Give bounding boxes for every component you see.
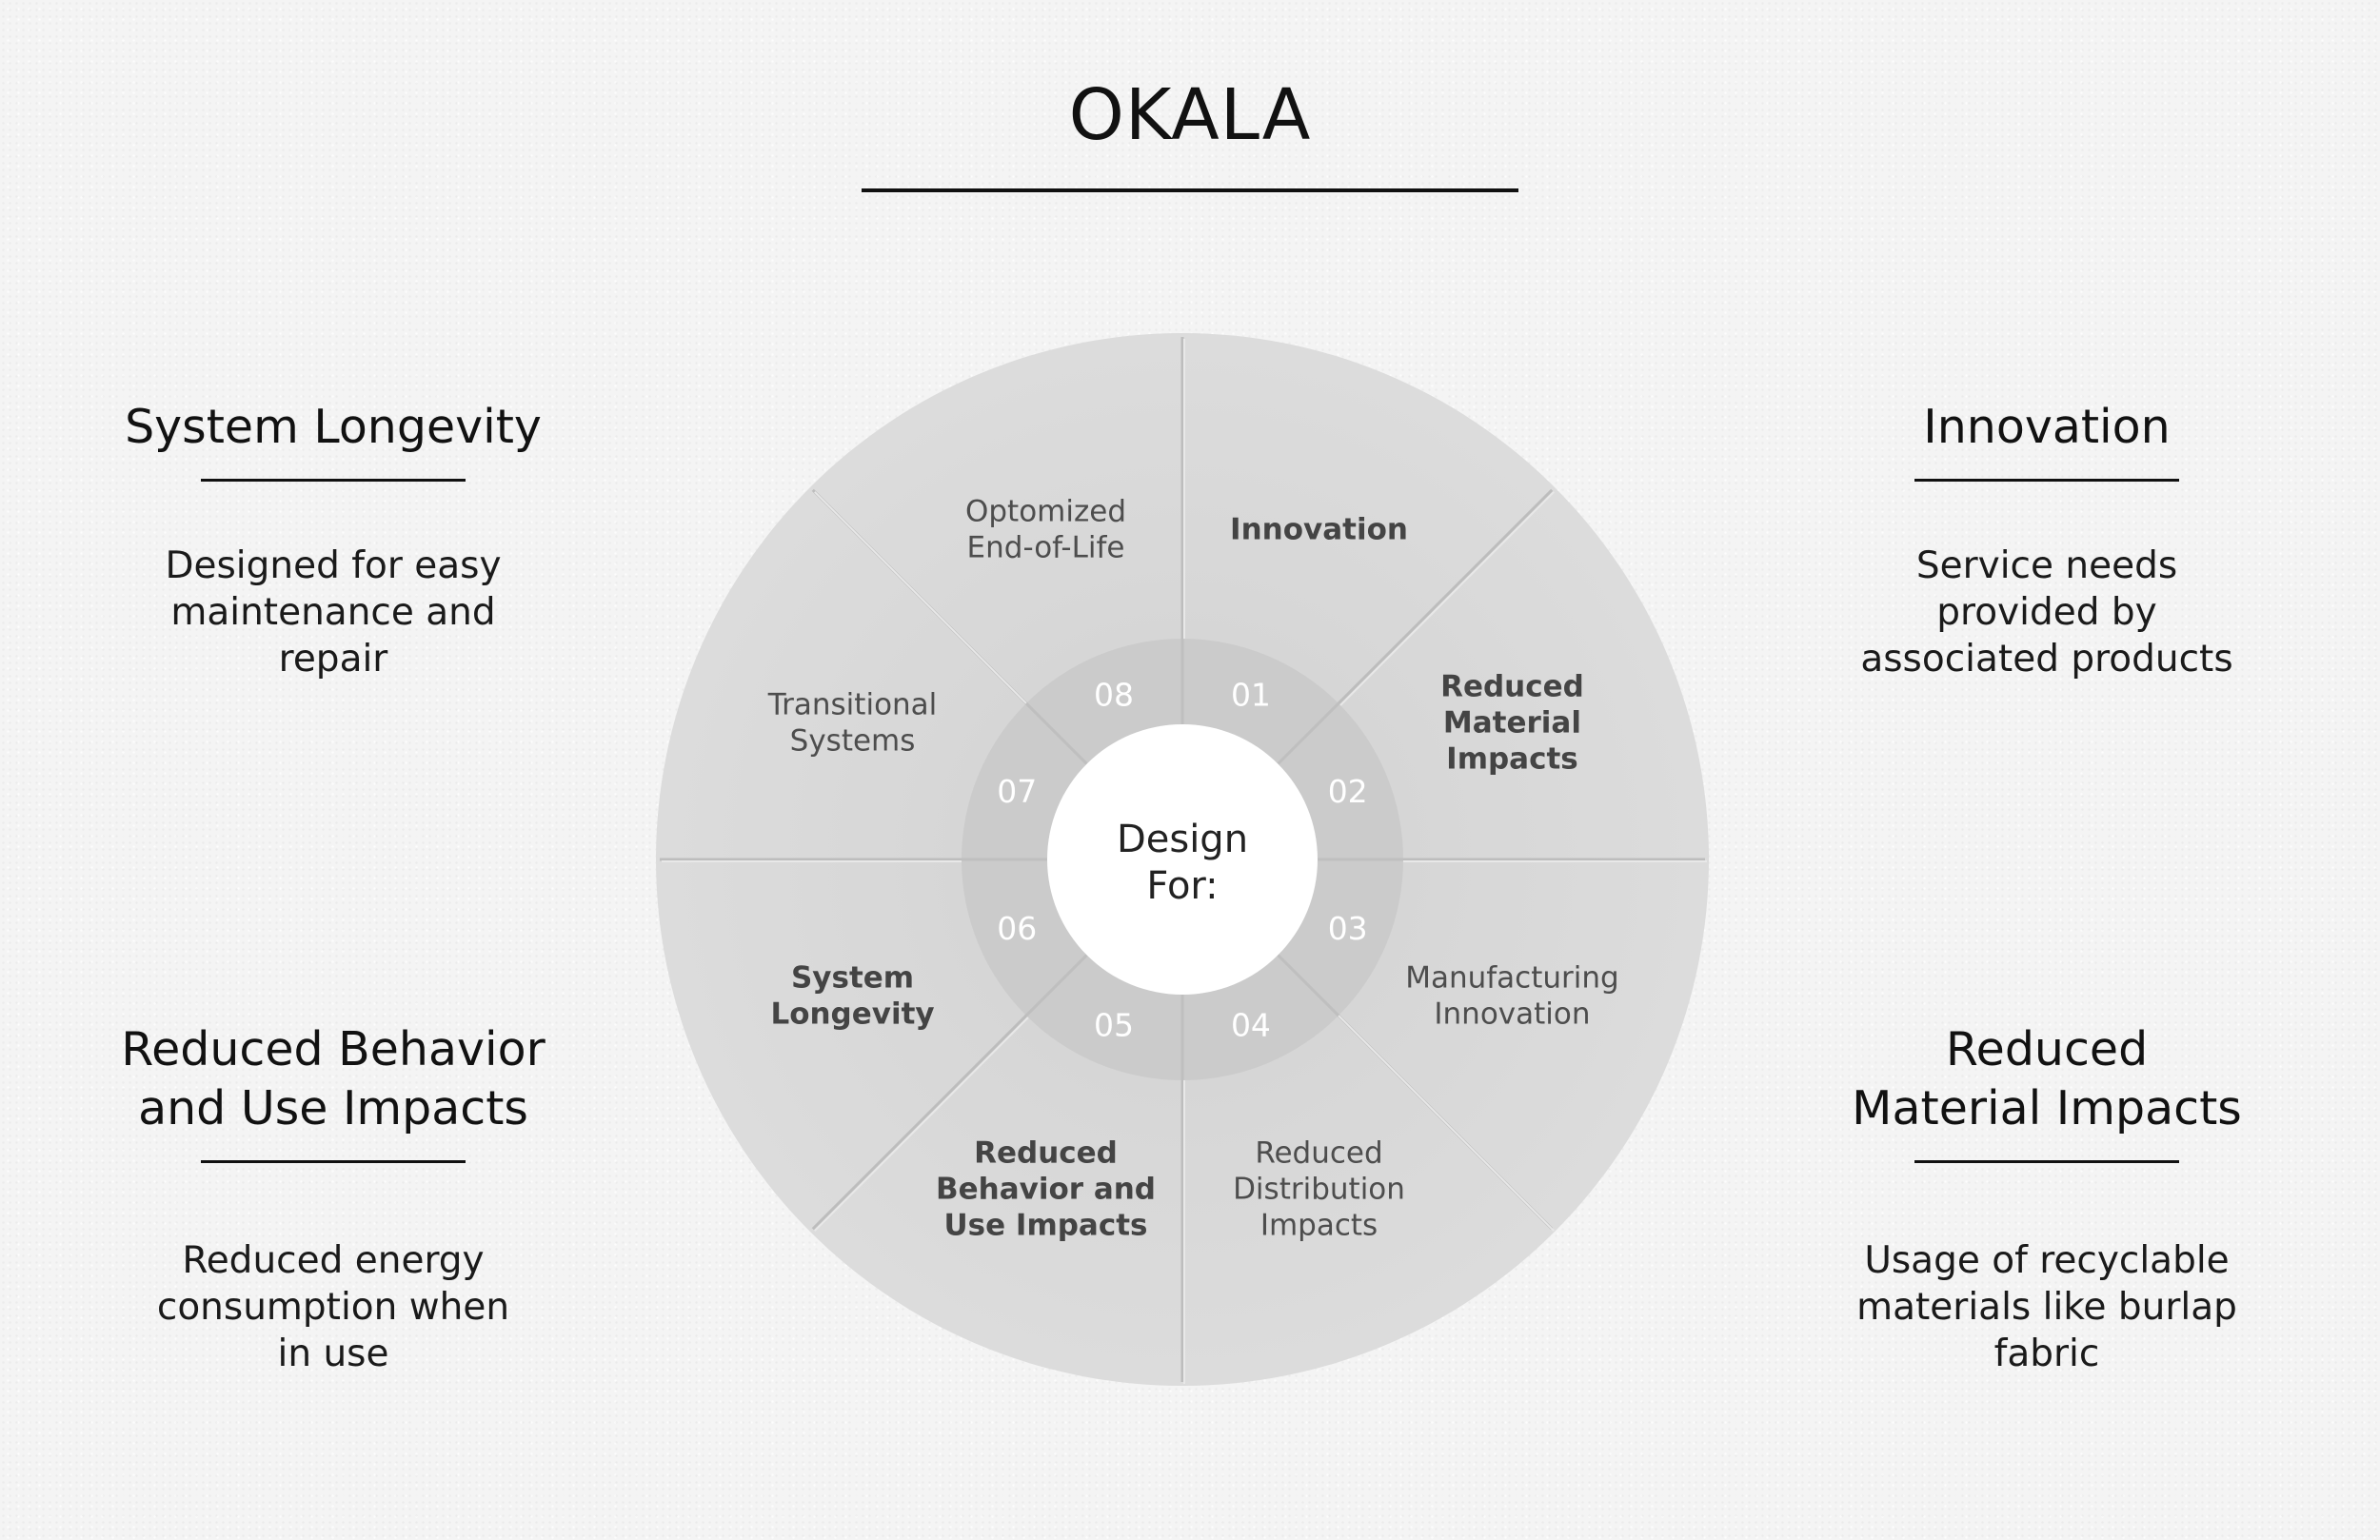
segment-label-line: Use Impacts bbox=[943, 1208, 1147, 1242]
segment-label-line: Manufacturing bbox=[1405, 961, 1618, 996]
segment-label-line: Longevity bbox=[770, 997, 934, 1032]
segment-label-line: Material bbox=[1443, 705, 1581, 740]
panel-reduced-behavior: Reduced Behavior and Use Impacts Reduced… bbox=[0, 1020, 666, 1377]
title-underline bbox=[862, 188, 1518, 192]
segment-label-line: Innovation bbox=[1434, 997, 1590, 1032]
segment-number-06: 06 bbox=[997, 910, 1037, 947]
ring-divider-line bbox=[1024, 701, 1088, 765]
panel-innovation: Innovation Service needs provided by ass… bbox=[1714, 398, 2380, 682]
segment-label-line: Impacts bbox=[1446, 741, 1578, 776]
segment-number-02: 02 bbox=[1328, 773, 1368, 810]
segment-number-04: 04 bbox=[1231, 1007, 1271, 1044]
segment-label-line: System bbox=[791, 961, 914, 996]
segment-label-line: Innovation bbox=[1230, 513, 1408, 547]
segment-label-line: Optomized bbox=[965, 495, 1126, 529]
segment-label-line: Reduced bbox=[1255, 1135, 1382, 1170]
segment-label-01: Innovation bbox=[1230, 513, 1408, 547]
panel-description: Designed for easy maintenance and repair bbox=[165, 544, 502, 681]
segment-label-line: Impacts bbox=[1260, 1208, 1378, 1242]
panel-reduced-material: Reduced Material Impacts Usage of recycl… bbox=[1714, 1020, 2380, 1377]
ring-divider-line bbox=[1277, 701, 1340, 765]
panel-description: Reduced energy consumption when in use bbox=[156, 1239, 510, 1375]
panel-heading: Reduced Material Impacts bbox=[1852, 1022, 2242, 1135]
panel-heading: Innovation bbox=[1923, 400, 2171, 454]
panel-heading: System Longevity bbox=[125, 400, 542, 454]
panel-heading-underline bbox=[201, 1160, 466, 1163]
center-label-line1: Design bbox=[1117, 818, 1248, 861]
segment-label-line: End-of-Life bbox=[967, 531, 1125, 565]
segment-numbers: 01 02 03 04 05 06 07 08 bbox=[997, 676, 1367, 1043]
ring-divider-line bbox=[1277, 954, 1340, 1017]
segment-label-line: Systems bbox=[790, 723, 916, 758]
ring-dividers bbox=[962, 639, 1403, 1080]
segment-number-05: 05 bbox=[1094, 1007, 1134, 1044]
segment-label-line: Distribution bbox=[1233, 1172, 1405, 1206]
segment-label-line: Reduced bbox=[1440, 669, 1584, 703]
panel-heading: Reduced Behavior and Use Impacts bbox=[121, 1022, 545, 1135]
segment-label-line: Reduced bbox=[974, 1135, 1118, 1170]
center-label-line2: For: bbox=[1146, 864, 1218, 908]
segment-number-01: 01 bbox=[1231, 676, 1271, 713]
segment-number-08: 08 bbox=[1094, 676, 1134, 713]
page-title: OKALA bbox=[1068, 74, 1312, 156]
segment-number-03: 03 bbox=[1328, 910, 1368, 947]
center-circle bbox=[1047, 724, 1318, 995]
panel-heading-underline bbox=[1914, 479, 2179, 482]
panel-description: Service needs provided by associated pro… bbox=[1860, 544, 2233, 681]
panel-system-longevity: System Longevity Designed for easy maint… bbox=[0, 398, 666, 682]
panel-description: Usage of recyclable materials like burla… bbox=[1856, 1239, 2237, 1375]
panel-heading-underline bbox=[1914, 1160, 2179, 1163]
ring-divider-line bbox=[1024, 954, 1088, 1017]
panel-heading-underline bbox=[201, 479, 466, 482]
segment-number-07: 07 bbox=[997, 773, 1037, 810]
segment-label-line: Transitional bbox=[767, 687, 938, 721]
segment-label-line: Behavior and bbox=[936, 1172, 1156, 1206]
